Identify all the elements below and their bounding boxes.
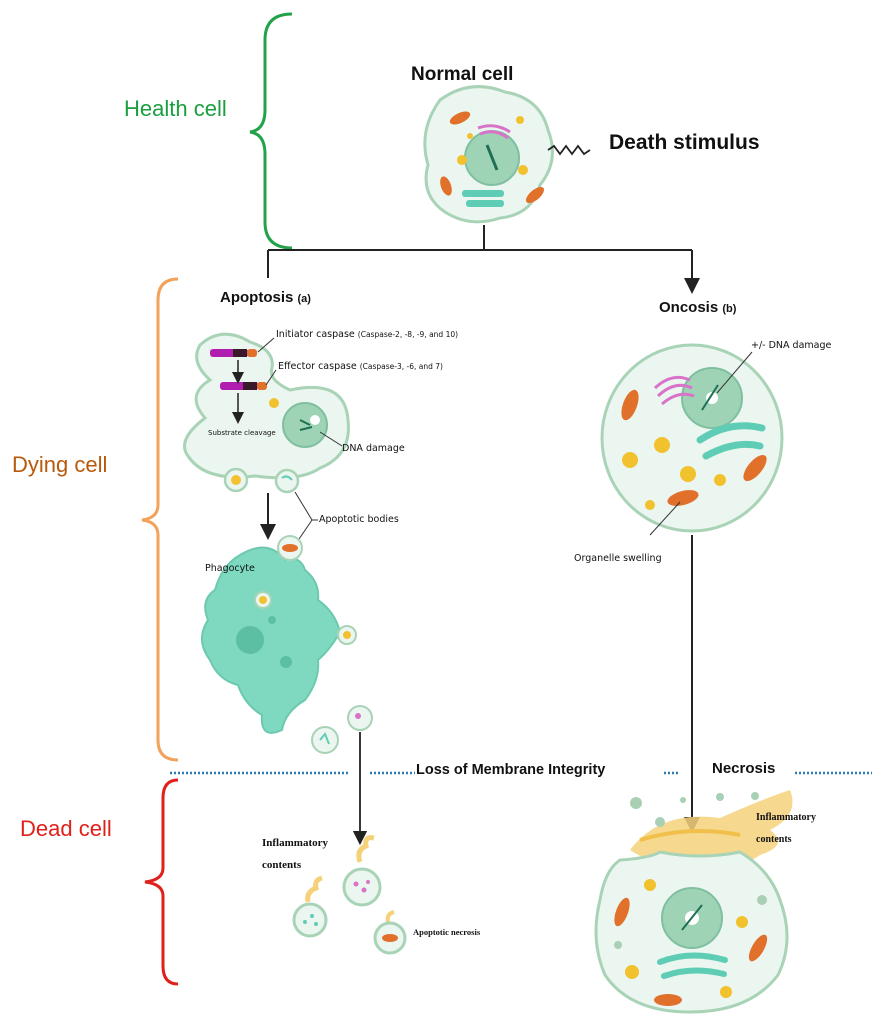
normal-cell-title: Normal cell (411, 64, 513, 86)
loss-membrane-integrity-label: Loss of Membrane Integrity (416, 762, 605, 778)
branch-arrows (268, 225, 692, 286)
oncosis-dna-damage-label: +/- DNA damage (751, 340, 831, 351)
oncosis-tag: (b) (722, 303, 736, 315)
death-stimulus-wave (548, 146, 590, 154)
apoptosis-title: Apoptosis (a) (220, 289, 311, 306)
apoptotic-necrosis-bodies (294, 838, 405, 953)
apoptotic-bodies (225, 469, 318, 542)
phagocyte-label: Phagocyte (205, 563, 255, 574)
normal-cell (425, 87, 553, 222)
effector-caspase-detail: (Caspase-3, -6, and 7) (360, 362, 443, 371)
initiator-caspase-detail: (Caspase-2, -8, -9, and 10) (358, 330, 458, 339)
inflammatory-contents-right-line2: contents (756, 834, 792, 845)
dying-bracket (142, 279, 178, 760)
oncosis-title: Oncosis (b) (659, 299, 736, 316)
apoptotic-cell (184, 334, 348, 478)
necrosis-label: Necrosis (712, 760, 775, 777)
initiator-caspase-text: Initiator caspase (276, 329, 355, 340)
oncosis-title-text: Oncosis (659, 299, 718, 316)
dead-cell-label: Dead cell (20, 816, 112, 842)
health-bracket (250, 14, 292, 248)
apoptotic-bodies-label: Apoptotic bodies (319, 514, 399, 525)
death-stimulus-label: Death stimulus (609, 131, 760, 155)
effector-caspase-label: Effector caspase (Caspase-3, -6, and 7) (278, 361, 443, 372)
oncotic-cell (602, 345, 782, 535)
inflammatory-contents-right-line1: Inflammatory (756, 812, 816, 823)
dead-bracket (145, 780, 178, 984)
health-cell-label: Health cell (124, 96, 227, 122)
substrate-cleavage-label: Substrate cleavage (208, 429, 276, 437)
necrotic-cell (596, 790, 793, 1012)
inflammatory-contents-left-line2: contents (262, 859, 301, 871)
apoptosis-title-text: Apoptosis (220, 289, 293, 306)
dying-cell-label: Dying cell (12, 452, 107, 478)
inflammatory-contents-left-line1: Inflammatory (262, 837, 328, 849)
apoptotic-necrosis-label: Apoptotic necrosis (413, 927, 480, 937)
effector-caspase-text: Effector caspase (278, 361, 357, 372)
apoptosis-tag: (a) (298, 293, 311, 305)
initiator-caspase-label: Initiator caspase (Caspase-2, -8, -9, an… (276, 329, 458, 340)
apoptosis-dna-damage-label: DNA damage (342, 443, 405, 454)
organelle-swelling-label: Organelle swelling (574, 553, 662, 564)
